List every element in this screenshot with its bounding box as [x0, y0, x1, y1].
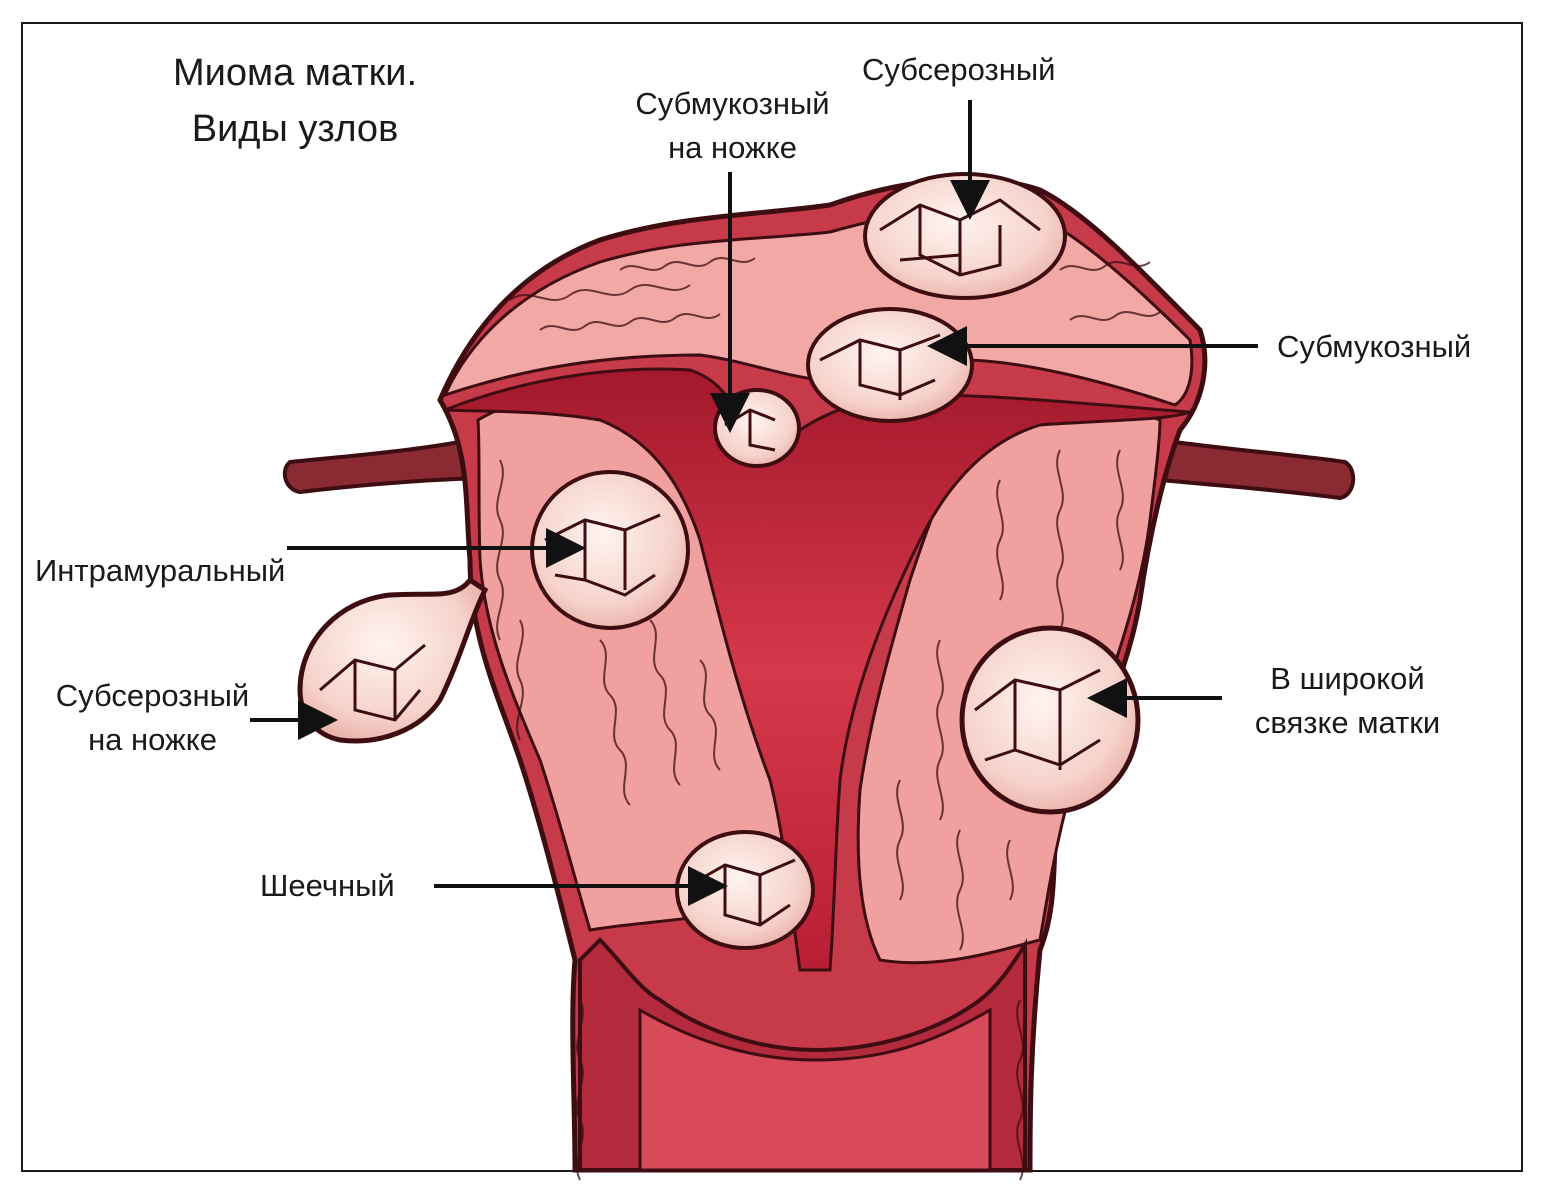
cervical-node [675, 830, 815, 950]
cervical-canal [638, 1007, 992, 1172]
broad-ligament-node [959, 625, 1141, 815]
label-submucous: Субмукозный [1277, 329, 1472, 364]
label-submucous-pedunculated: Субмукозный на ножке [615, 82, 850, 170]
label-submucous-pedunculated-line-2: на ножке [668, 130, 797, 165]
label-subserous-pedunculated-line-2: на ножке [88, 722, 217, 757]
left-fallopian-tube [282, 437, 483, 495]
submucous-node [806, 307, 974, 423]
title-line-1: Миома матки. [172, 52, 418, 94]
right-fallopian-tube [1158, 437, 1356, 501]
subserous-pedunculated-node [297, 576, 489, 744]
submucous-pedunculated-node [713, 388, 801, 468]
label-subserous: Субсерозный [862, 52, 1056, 87]
label-submucous-pedunculated-line-1: Субмукозный [635, 86, 830, 121]
diagram-title: Миома матки. Виды узлов [140, 45, 450, 157]
label-subserous-pedunculated: Субсерозный на ножке [40, 674, 265, 762]
label-broad-ligament: В широкой связке матки [1235, 657, 1460, 745]
label-broad-ligament-line-2: связке матки [1254, 705, 1441, 740]
subserous-node [863, 172, 1067, 300]
title-line-2: Виды узлов [191, 108, 399, 150]
label-cervical: Шеечный [260, 868, 395, 903]
leader-lines [250, 100, 1258, 906]
label-subserous-pedunculated-line-1: Субсерозный [55, 678, 250, 713]
label-intramural: Интрамуральный [35, 553, 286, 588]
label-broad-ligament-line-1: В широкой [1270, 661, 1425, 696]
